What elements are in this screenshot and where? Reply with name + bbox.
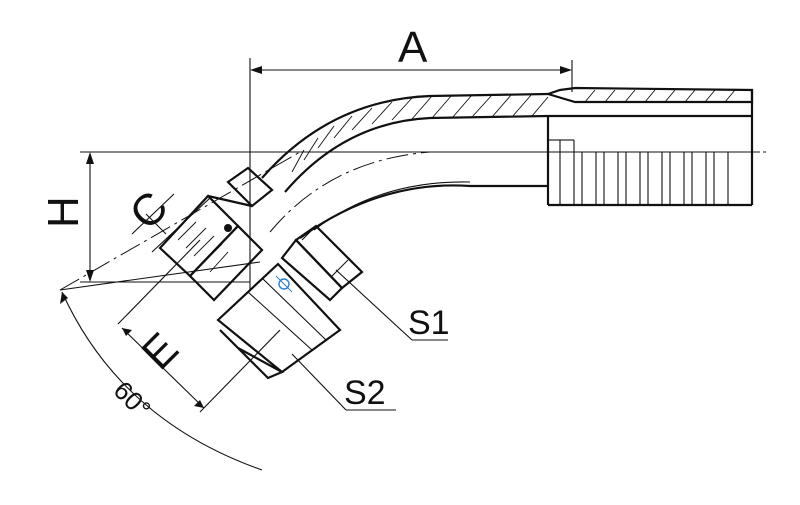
wall-hatching [291,93,549,173]
angle-dimension: 60° [59,151,301,471]
hose-tail [544,86,754,207]
tail-ribs [548,139,729,205]
dimension-h-label: H [39,196,88,228]
dimension-a: A [249,23,573,290]
hex-nut-s1 [280,224,364,302]
elbow-body [261,92,770,239]
sealing-end [158,166,274,302]
callout-s2-label: S2 [344,374,386,412]
callout-s1-label: S1 [408,304,450,342]
dimension-a-label: A [398,23,428,72]
callout-s2: S2 [291,353,396,412]
dimension-e-label: E [132,324,187,379]
dimension-c-label: C [120,182,177,239]
angle-label: 60° [108,375,157,424]
callout-s1: S1 [335,269,450,342]
hex-nut-s2 [216,262,342,380]
